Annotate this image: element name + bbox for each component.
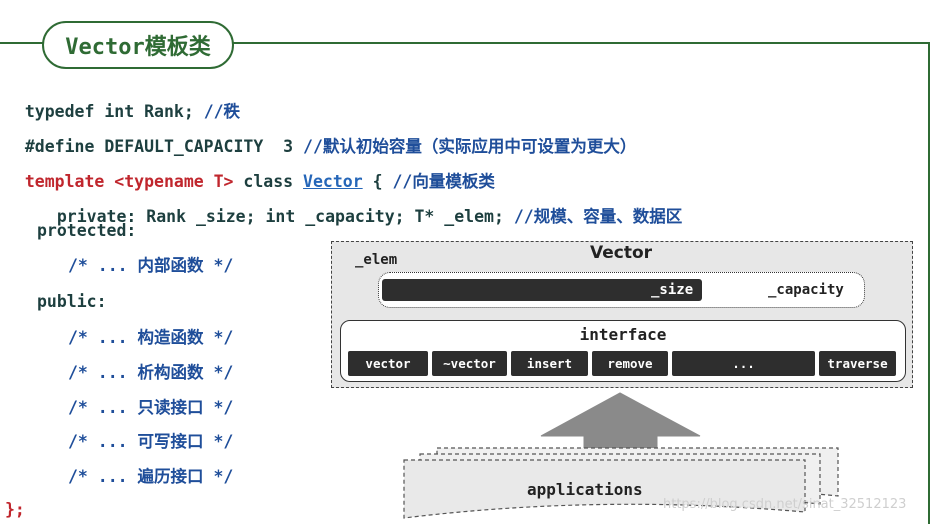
- vector-class-name[interactable]: Vector: [303, 172, 363, 191]
- code-line-8: /* ... 构造函数 */: [68, 328, 234, 347]
- capacity-label: _capacity: [768, 282, 844, 298]
- code-text: #define DEFAULT_CAPACITY 3: [24, 137, 304, 156]
- code-text: {: [362, 172, 393, 191]
- code-line-13: };: [5, 500, 25, 519]
- frame-top-right: [230, 42, 930, 44]
- size-label: _size: [651, 282, 694, 298]
- interface-traverse-button[interactable]: traverse: [819, 351, 896, 376]
- code-line-3: template <typename T> class Vector { //向…: [5, 152, 495, 192]
- code-line-12: /* ... 遍历接口 */: [68, 467, 234, 486]
- size-bar: [382, 279, 702, 301]
- code-line-7: public:: [37, 292, 107, 311]
- code-line-6: /* ... 内部函数 */: [68, 256, 234, 275]
- elem-label: _elem: [355, 252, 398, 268]
- code-line-5: protected:: [37, 221, 137, 240]
- frame-top-left: [0, 42, 44, 44]
- code-comment: //向量模板类: [392, 172, 495, 191]
- interface-more-button[interactable]: ...: [672, 351, 815, 376]
- code-line-4: private: Rank _size; int _capacity; T* _…: [37, 187, 682, 227]
- applications-label: applications: [527, 480, 643, 499]
- code-line-11: /* ... 可写接口 */: [68, 432, 234, 451]
- interface-remove-button[interactable]: remove: [592, 351, 668, 376]
- code-line-2: #define DEFAULT_CAPACITY 3 //默认初始容量（实际应用…: [5, 117, 637, 157]
- code-comment: //秩: [203, 102, 241, 121]
- code-text: class: [233, 172, 304, 191]
- code-line-1: typedef int Rank; //秩: [5, 82, 240, 122]
- code-comment: //默认初始容量（实际应用中可设置为更大）: [303, 137, 637, 156]
- watermark: https://blog.csdn.net/sinat_32512123: [663, 497, 907, 512]
- vector-diagram-title: Vector: [589, 243, 653, 263]
- code-line-10: /* ... 只读接口 */: [68, 398, 234, 417]
- interface-title: interface: [579, 325, 667, 344]
- code-text: typedef int Rank;: [24, 102, 204, 121]
- code-text: private: Rank _size; int _capacity; T* _…: [56, 207, 514, 226]
- interface-destructor-button[interactable]: ~vector: [432, 351, 507, 376]
- code-line-9: /* ... 析构函数 */: [68, 363, 234, 382]
- interface-vector-button[interactable]: vector: [348, 351, 428, 376]
- template-keyword: template <typename T>: [24, 172, 234, 191]
- code-comment: //规模、容量、数据区: [513, 207, 683, 226]
- page-title: Vector模板类: [42, 21, 234, 69]
- frame-right: [928, 42, 930, 524]
- app-card-front: [403, 459, 806, 519]
- interface-insert-button[interactable]: insert: [511, 351, 588, 376]
